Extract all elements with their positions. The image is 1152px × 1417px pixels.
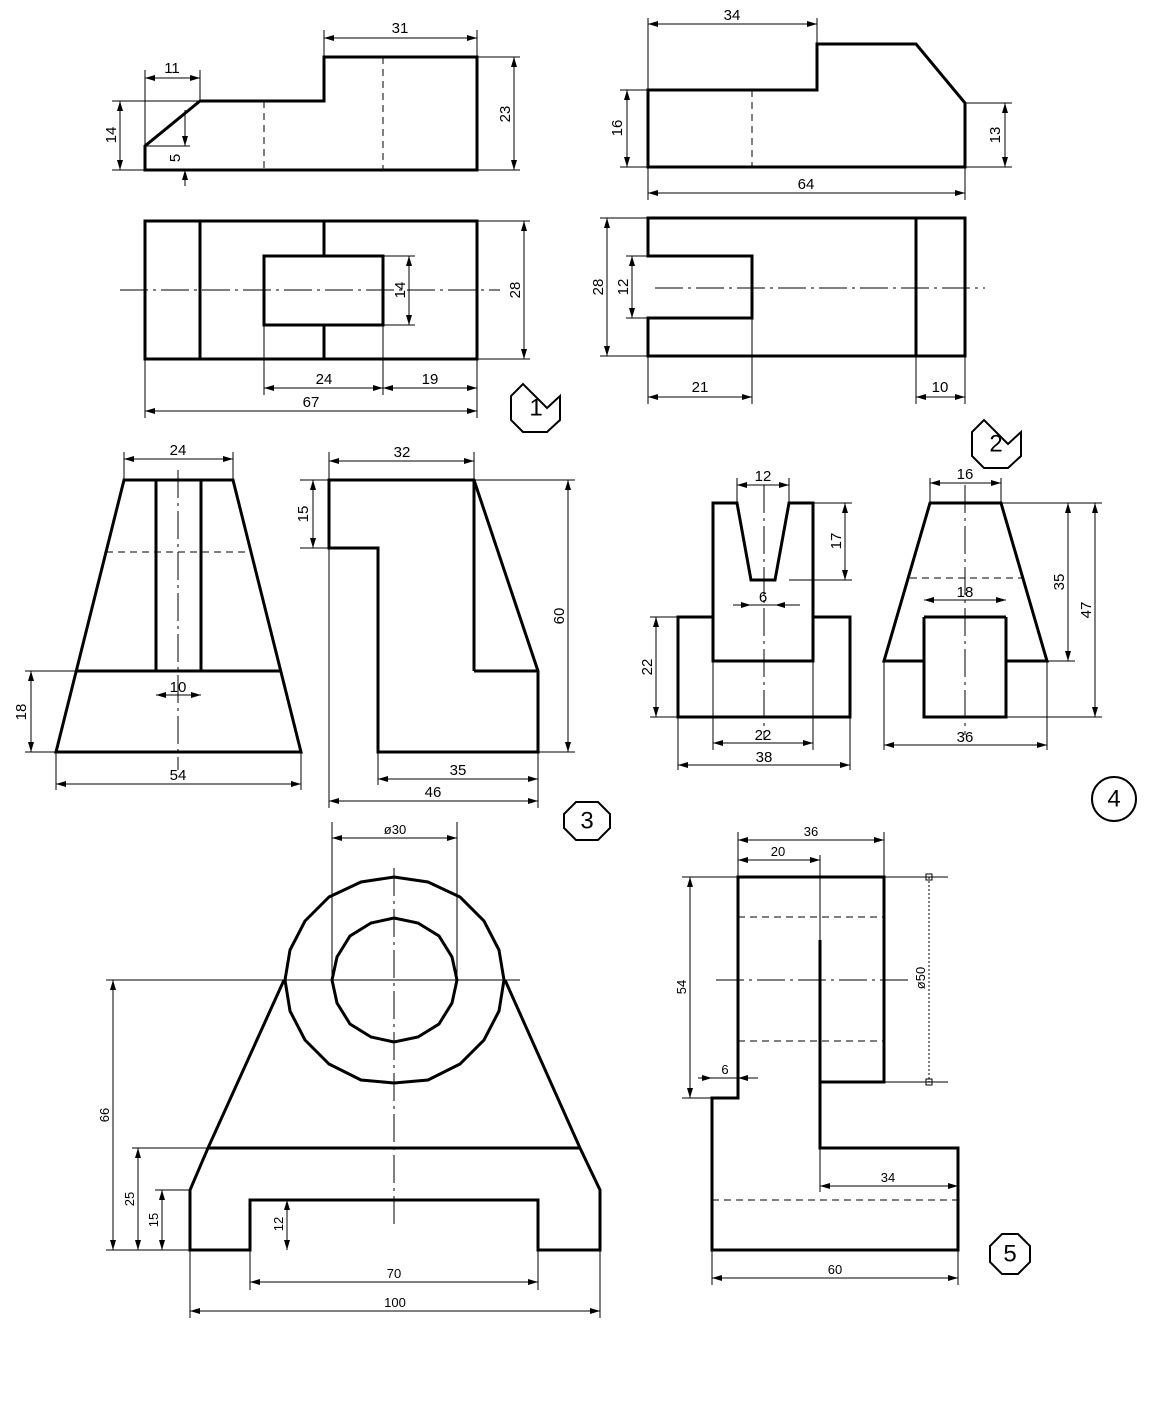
view-5-number: 5	[1003, 1240, 1016, 1267]
dim-v2-16: 16	[609, 120, 626, 137]
dim-v4-38: 38	[756, 749, 773, 766]
dim-v5-34: 34	[881, 1170, 895, 1185]
view-3: 24 10 18 54 32 15	[13, 442, 611, 841]
view-2-number: 2	[989, 430, 1002, 457]
view-4-number: 4	[1107, 785, 1120, 812]
dim-v5-66: 66	[97, 1108, 112, 1122]
dim-v5-25: 25	[122, 1192, 137, 1206]
dim-v5-70: 70	[387, 1266, 401, 1281]
dim-v4-6: 6	[759, 589, 767, 606]
dim-v1-24: 24	[316, 371, 333, 388]
view-4-badge	[1091, 776, 1137, 822]
dim-v4-47: 47	[1078, 602, 1095, 619]
dim-v3-54: 54	[170, 767, 187, 784]
dim-v1-31: 31	[392, 20, 409, 37]
dim-v5-100: 100	[384, 1295, 406, 1310]
dim-v3-35: 35	[450, 762, 467, 779]
dim-v5-6: 6	[721, 1062, 728, 1077]
view-5-badge	[989, 1233, 1031, 1275]
dim-v1-14b: 14	[392, 282, 409, 299]
dim-v5-15: 15	[146, 1213, 161, 1227]
dim-v1-11: 11	[164, 60, 180, 77]
dim-v3-24: 24	[170, 442, 187, 459]
dim-v3-10: 10	[170, 679, 187, 696]
view-1-badge	[510, 382, 561, 433]
dim-v4-16: 16	[957, 466, 974, 483]
dim-v4-35: 35	[1051, 574, 1068, 591]
dim-v3-60: 60	[551, 608, 568, 625]
view-4: 12 17 6 22 22 38	[639, 466, 1137, 822]
dim-v1-19: 19	[422, 371, 439, 388]
dim-v4-12: 12	[755, 468, 772, 485]
dim-v1-23: 23	[497, 106, 514, 123]
view-3-number: 3	[580, 807, 593, 834]
dim-v3-46: 46	[425, 784, 442, 801]
dim-v5-dia30: ø30	[384, 822, 406, 837]
dim-v1-5: 5	[167, 154, 184, 162]
dim-v4-36: 36	[957, 729, 974, 746]
dim-v3-15: 15	[295, 506, 312, 523]
dim-v1-14a: 14	[103, 127, 120, 144]
dim-v2-13: 13	[987, 127, 1004, 144]
dim-v4-22b: 22	[755, 727, 772, 744]
dim-v5-60: 60	[828, 1262, 842, 1277]
dim-v5-20: 20	[771, 844, 785, 859]
dim-v2-28: 28	[590, 279, 607, 296]
dim-v2-12: 12	[615, 279, 632, 296]
dim-v2-21: 21	[692, 379, 709, 396]
dim-v4-18: 18	[957, 584, 974, 601]
view-1-number: 1	[529, 394, 542, 421]
dim-v4-22a: 22	[639, 659, 656, 676]
view-1: 11 31 14 5 23 28 14 24 19 67	[103, 20, 561, 433]
dim-v5-dia50: ø50	[913, 967, 928, 989]
dim-v5-54: 54	[674, 980, 689, 994]
dim-v1-28: 28	[507, 282, 524, 299]
dim-v5-12: 12	[271, 1217, 286, 1231]
dim-v2-34: 34	[724, 7, 741, 24]
dim-v1-67: 67	[303, 394, 320, 411]
view-5: ø30 66 25 15 12 70 100	[97, 822, 1031, 1318]
dim-v2-10: 10	[932, 379, 949, 396]
view-3-badge-octagon	[563, 801, 611, 841]
dim-v3-32: 32	[394, 444, 411, 461]
view-2-badge	[971, 418, 1022, 469]
dim-v5-36: 36	[804, 824, 818, 839]
dim-v4-17: 17	[828, 533, 845, 550]
dim-v2-64: 64	[798, 176, 815, 193]
view-2: 34 16 13 64 28 12 21 10 2	[590, 7, 1022, 469]
dim-v3-18: 18	[13, 704, 30, 721]
